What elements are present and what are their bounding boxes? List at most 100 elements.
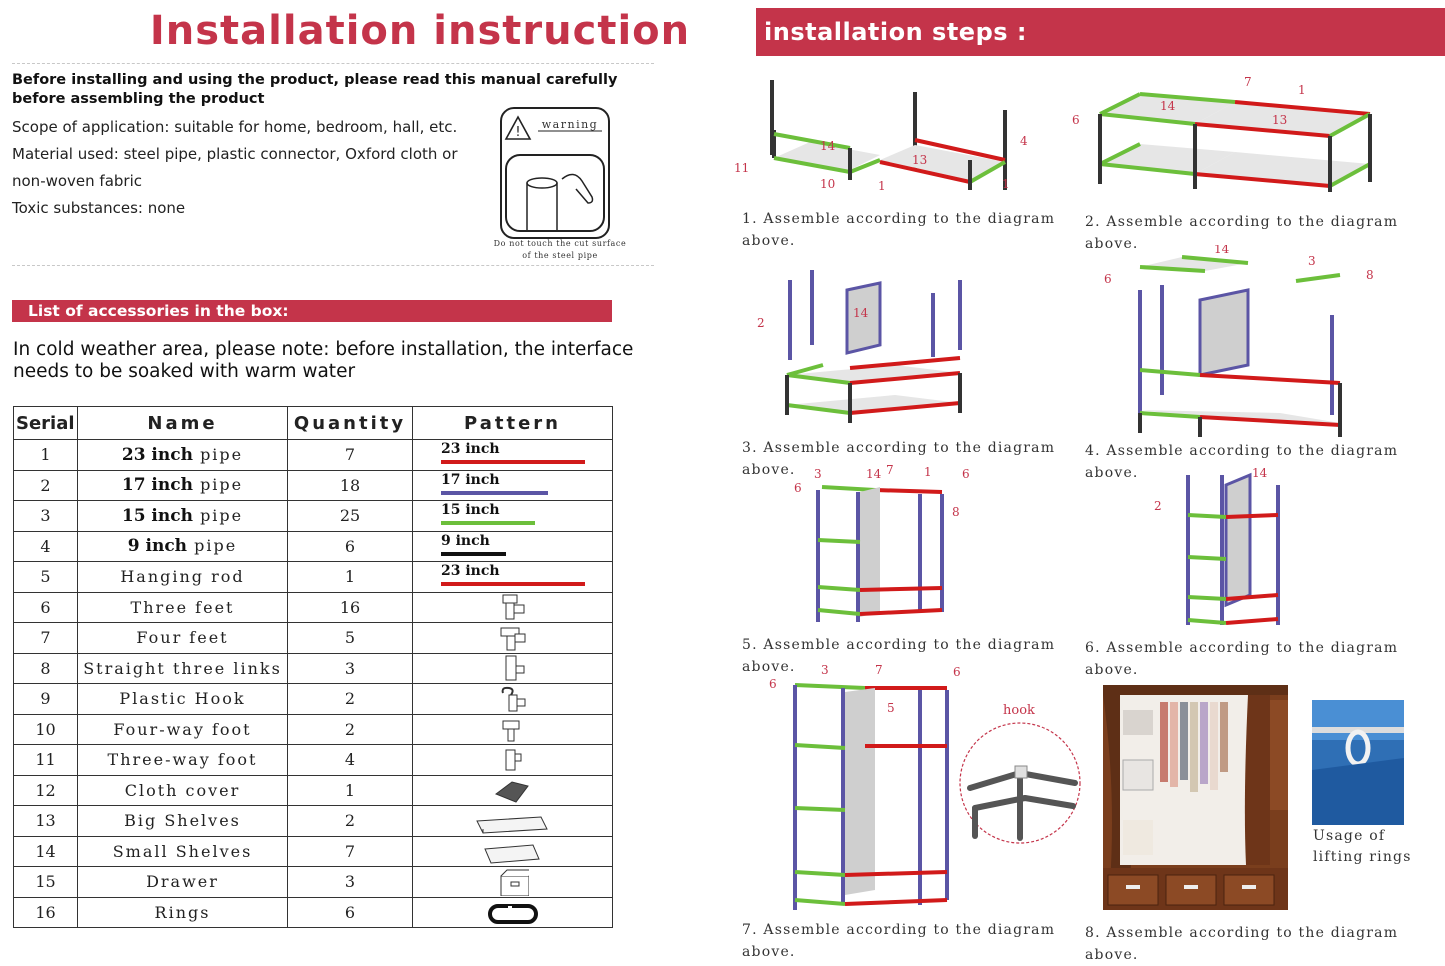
material-text: Material used: steel pipe, plastic conne… xyxy=(12,145,458,163)
step-4-caption: 4. Assemble according to the diagram abo… xyxy=(1085,443,1399,481)
name-cell: Straight three links xyxy=(77,652,288,684)
part-label: 13 xyxy=(912,153,927,167)
straight-connector-icon xyxy=(505,655,524,681)
serial-cell: 2 xyxy=(13,469,78,501)
step-6-diagram: 14 2 xyxy=(1154,466,1280,625)
step-2-caption: 2. Assemble according to the diagram abo… xyxy=(1085,214,1399,252)
pattern-cell: 23 inch xyxy=(412,561,613,593)
item-name: Plastic Hook xyxy=(119,689,246,709)
pattern-label: 15 inch xyxy=(441,502,500,519)
pattern-label: 23 inch xyxy=(441,563,500,580)
serial-cell: 5 xyxy=(13,561,78,593)
warning-card: ! warning xyxy=(500,107,610,239)
name-cell: Small Shelves xyxy=(77,835,288,867)
header-quantity: Quantity xyxy=(287,406,413,440)
step-5-caption: 5. Assemble according to the diagram abo… xyxy=(742,637,1056,675)
part-label: 7 xyxy=(886,463,894,477)
part-label: 6 xyxy=(794,481,802,495)
pattern-cell: 23 inch xyxy=(412,439,613,471)
accessories-heading: List of accessories in the box: xyxy=(12,300,612,322)
header-serial: Serial xyxy=(13,406,78,440)
step-8-wardrobe-illustration xyxy=(1103,685,1288,910)
quantity-cell: 2 xyxy=(287,805,413,837)
quantity-cell: 7 xyxy=(287,835,413,867)
step-2-diagram: 7 1 14 13 6 xyxy=(1072,75,1372,192)
part-label: 6 xyxy=(1104,272,1112,286)
serial-cell: 9 xyxy=(13,683,78,715)
four-way-foot-icon xyxy=(502,720,519,742)
material-text-cont: non-woven fabric xyxy=(12,172,143,190)
part-label: 1 xyxy=(1298,83,1306,97)
serial-cell: 13 xyxy=(13,805,78,837)
pattern-cell xyxy=(412,683,613,715)
pattern-label: 9 inch xyxy=(441,532,490,549)
part-label: 14 xyxy=(866,467,882,481)
pattern-cell xyxy=(412,805,613,837)
hook-label: hook xyxy=(1003,703,1035,718)
name-cell: Three-way foot xyxy=(77,744,288,776)
pattern-cell xyxy=(412,713,613,745)
drawer-icon xyxy=(1223,874,1275,906)
scope-text: Scope of application: suitable for home,… xyxy=(12,118,458,136)
warning-triangle-icon xyxy=(504,115,532,140)
pipe-size: 23 inch xyxy=(121,444,193,465)
part-label: 8 xyxy=(952,505,960,519)
part-label: 14 xyxy=(820,139,836,153)
part-label: 7 xyxy=(875,663,883,677)
part-label: 2 xyxy=(757,316,765,330)
svg-text:!: ! xyxy=(515,125,520,140)
part-label: 3 xyxy=(821,663,829,677)
part-label: 2 xyxy=(1154,499,1162,513)
intro-heading: Before installing and using the product,… xyxy=(12,72,618,107)
part-label: 6 xyxy=(962,467,970,481)
item-name: pipe xyxy=(200,475,244,495)
step-4-diagram: 14 3 8 6 xyxy=(1104,245,1374,437)
part-label: 11 xyxy=(734,161,749,175)
quantity-cell: 25 xyxy=(287,500,413,532)
step-7-caption: 7. Assemble according to the diagram abo… xyxy=(742,922,1056,960)
part-label: 7 xyxy=(1244,75,1252,89)
part-label: 4 xyxy=(1020,134,1028,148)
pipe-size: 15 inch xyxy=(121,505,193,526)
serial-cell: 1 xyxy=(13,439,78,471)
pattern-cell xyxy=(412,744,613,776)
pattern-cell: 9 inch xyxy=(412,530,613,562)
quantity-cell: 7 xyxy=(287,439,413,471)
name-cell: Four feet xyxy=(77,622,288,654)
serial-cell: 7 xyxy=(13,622,78,654)
steps-heading: installation steps : xyxy=(756,8,1445,56)
name-cell: 17 inch pipe xyxy=(77,469,288,501)
serial-cell: 10 xyxy=(13,713,78,745)
item-name: Straight three links xyxy=(83,658,282,678)
part-label: 14 xyxy=(853,306,869,320)
item-name: pipe xyxy=(194,536,238,556)
item-name: pipe xyxy=(200,444,244,464)
quantity-cell: 16 xyxy=(287,591,413,623)
name-cell: 15 inch pipe xyxy=(77,500,288,532)
part-label: 14 xyxy=(1214,245,1230,256)
usage-caption: Usage of lifting rings xyxy=(1313,828,1412,865)
toxic-text: Toxic substances: none xyxy=(12,199,186,217)
cold-weather-note: In cold weather area, please note: befor… xyxy=(13,339,634,382)
item-name: Rings xyxy=(154,902,211,922)
drawer-icon xyxy=(1107,874,1159,906)
part-label: 6 xyxy=(953,665,961,679)
pattern-cell xyxy=(412,622,613,654)
item-name: Big Shelves xyxy=(124,811,241,831)
part-label: 1 xyxy=(1002,177,1010,191)
ring-icon xyxy=(487,904,538,925)
part-label: 13 xyxy=(1272,113,1287,127)
serial-cell: 16 xyxy=(13,896,78,928)
quantity-cell: 5 xyxy=(287,622,413,654)
serial-cell: 6 xyxy=(13,591,78,623)
serial-cell: 4 xyxy=(13,530,78,562)
